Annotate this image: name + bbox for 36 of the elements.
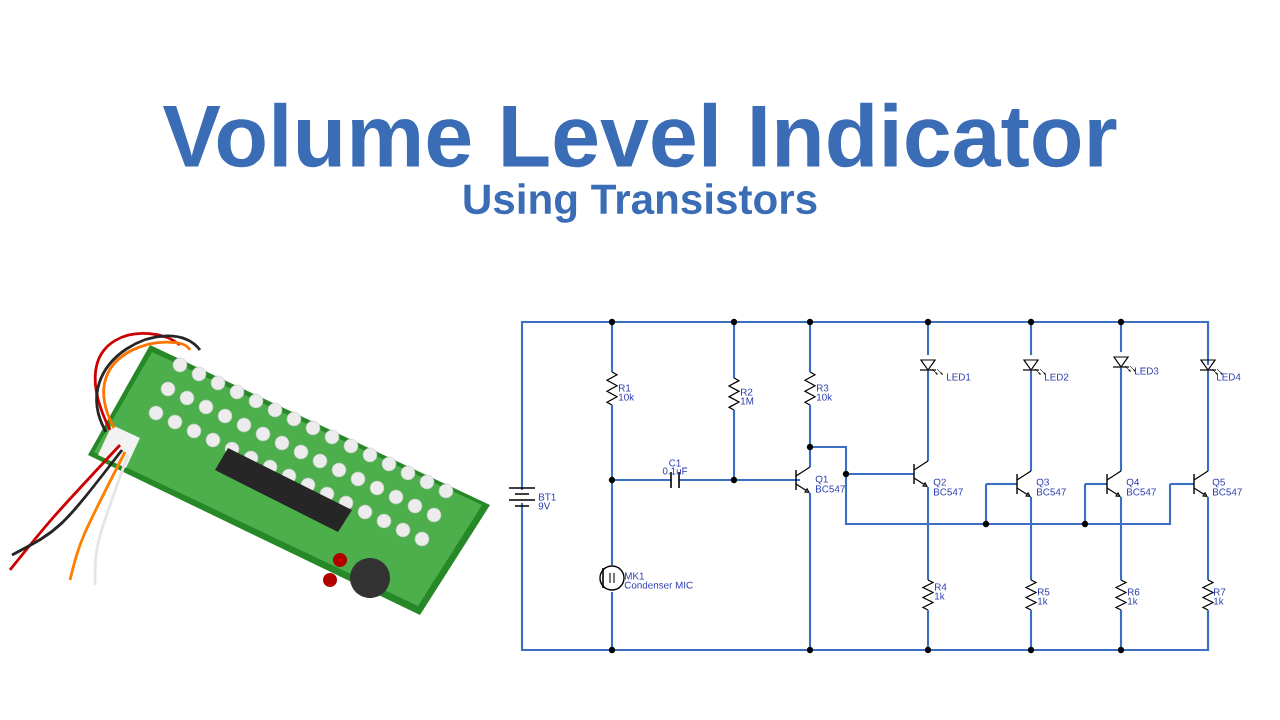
component-label: R7 <box>1214 588 1226 596</box>
component-label: 9V <box>538 502 551 510</box>
component-label: BC547 <box>934 488 963 496</box>
component-label: 1k <box>935 592 945 600</box>
title: Volume Level Indicator <box>162 102 1117 168</box>
component-label: 1M <box>741 397 754 405</box>
subtitle: Using Transistors <box>464 183 817 223</box>
component-label: LED2 <box>1045 373 1069 381</box>
component-label: 10k <box>619 393 635 401</box>
component-label: BT1 <box>539 493 556 501</box>
component-label: Q2 <box>933 478 946 488</box>
component-label: R5 <box>1038 588 1050 596</box>
component-label: C1 <box>669 459 681 467</box>
component-label: 1k <box>1128 597 1138 605</box>
component-label: Q4 <box>1126 478 1140 488</box>
component-label: Q3 <box>1036 478 1049 488</box>
component-label: LED1 <box>947 373 971 381</box>
component-label: R2 <box>741 388 753 396</box>
component-label: 1k <box>1038 597 1048 605</box>
component-label: R1 <box>619 384 631 392</box>
component-label: LED4 <box>1217 373 1241 381</box>
component-label: LED3 <box>1135 367 1159 375</box>
component-label: Q5 <box>1212 478 1225 488</box>
component-label: BC547 <box>1037 488 1066 496</box>
component-label: 10k <box>817 393 833 401</box>
component-label: R6 <box>1128 588 1140 596</box>
component-label: BC547 <box>1127 488 1156 496</box>
component-label: BC547 <box>816 485 845 493</box>
component-label: 0.1uF <box>662 467 688 475</box>
component-label: R3 <box>817 384 829 392</box>
component-label: MK1 <box>625 572 644 580</box>
component-label: R4 <box>935 583 947 591</box>
component-label: Condenser MIC <box>624 581 693 589</box>
component-label: 1k <box>1214 597 1224 605</box>
component-label: BC547 <box>1213 488 1242 496</box>
component-label: Q1 <box>815 475 828 485</box>
